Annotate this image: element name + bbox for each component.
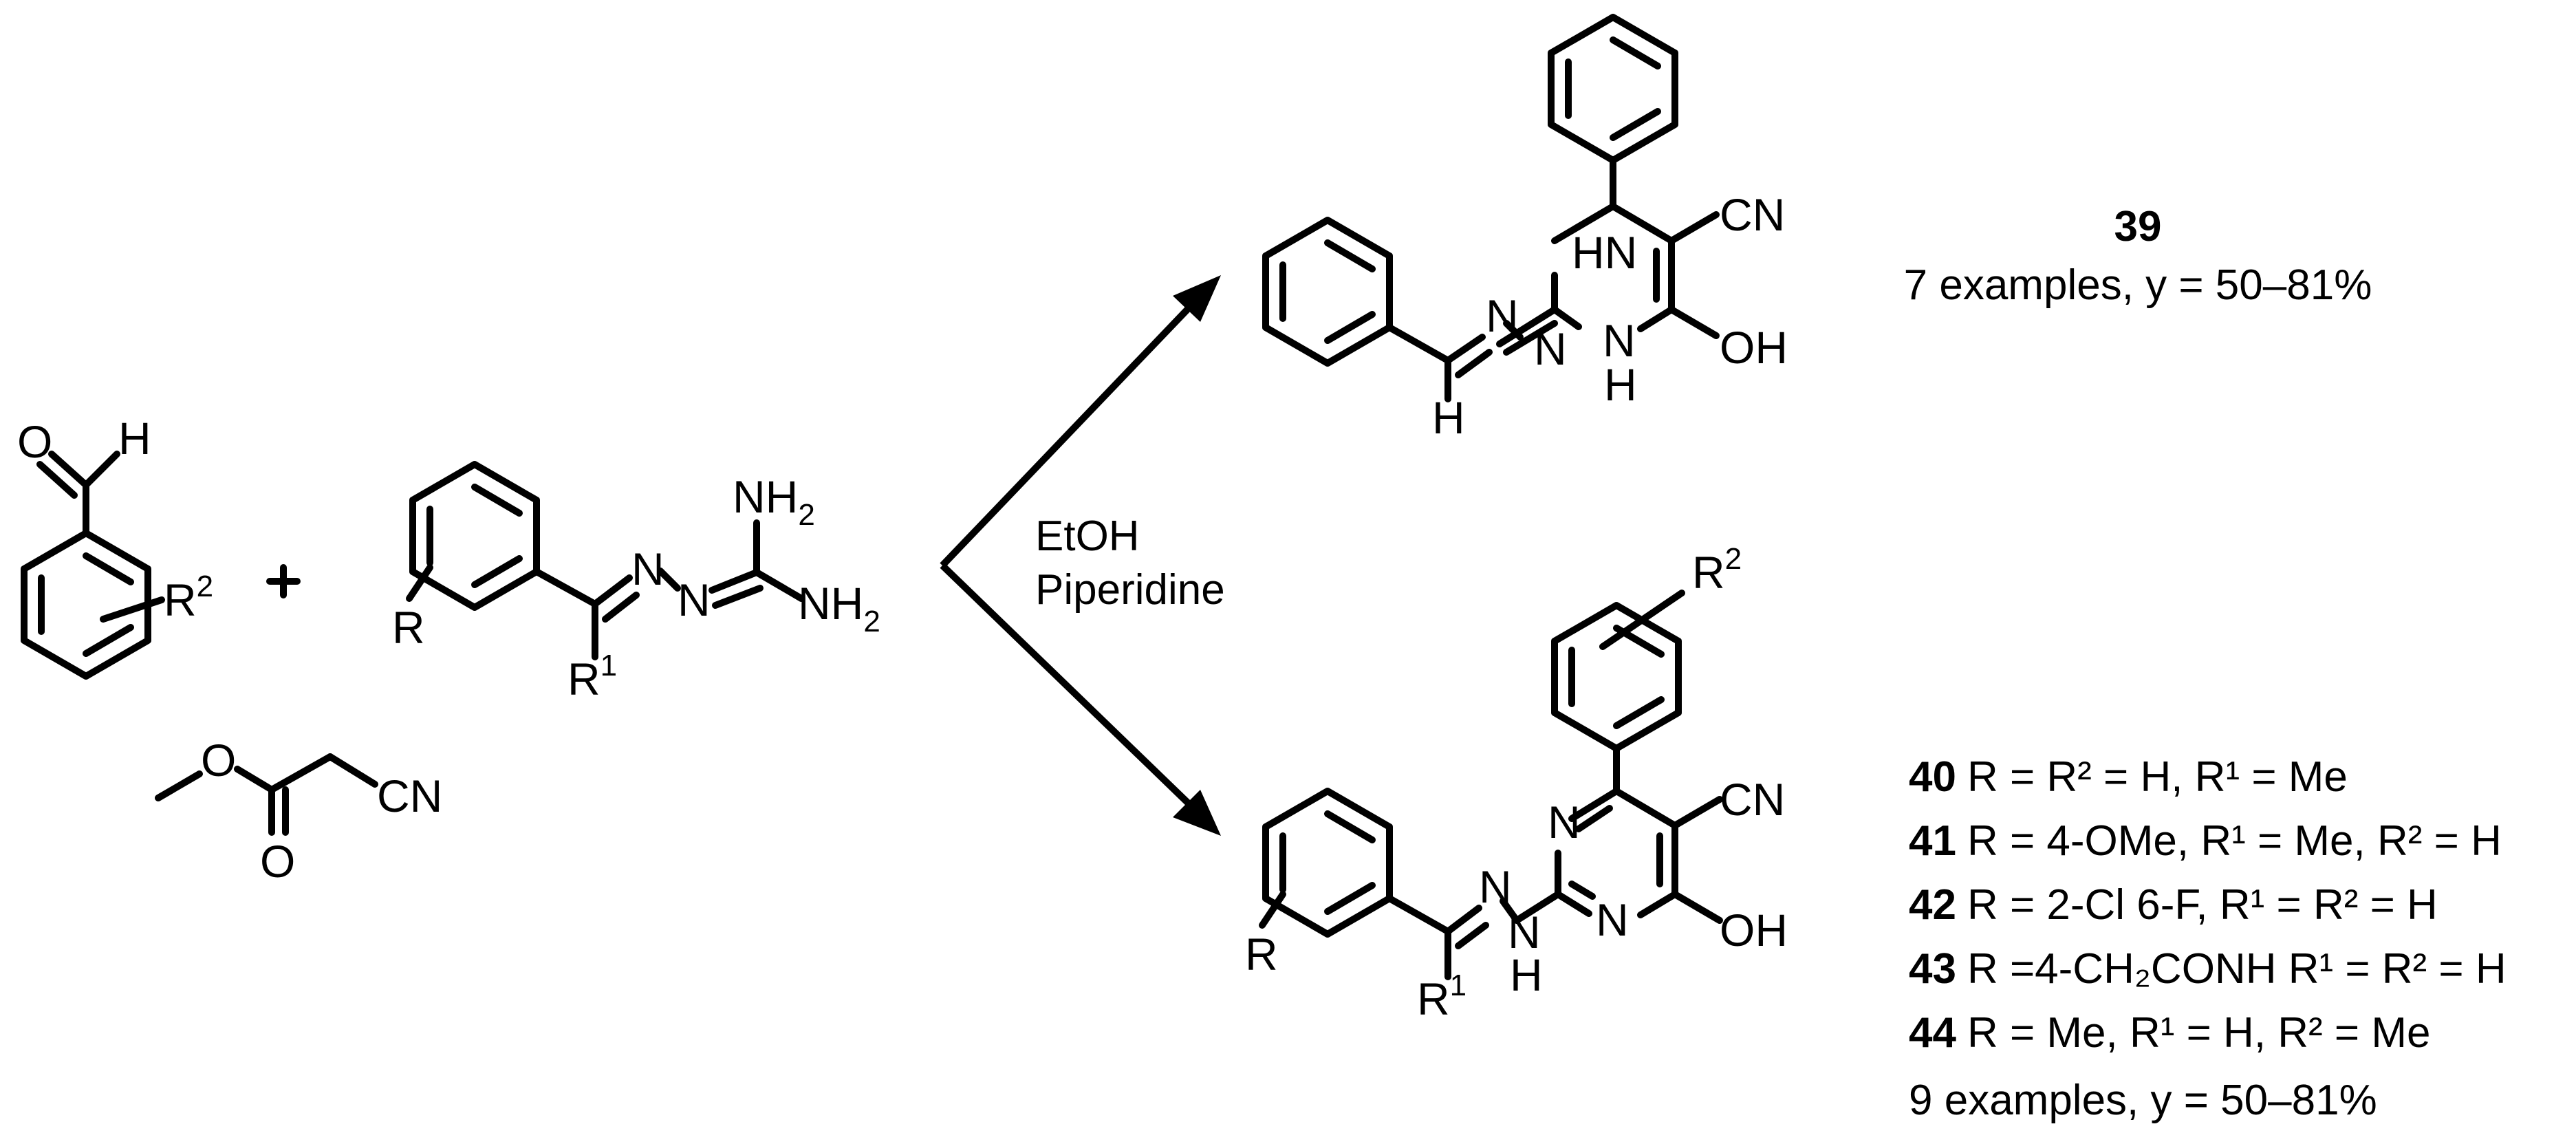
r2-superscript: 2 bbox=[197, 570, 213, 603]
pyrimidine-nitrogen-1: N bbox=[1548, 797, 1581, 848]
nh2-subscript-2: 2 bbox=[863, 605, 880, 638]
compound-number: 43 bbox=[1909, 945, 1956, 993]
compound-number: 42 bbox=[1909, 881, 1956, 929]
product-39-structure: HN CN OH N H N N H bbox=[1262, 14, 1788, 443]
azine-nitrogen-2: N bbox=[1534, 323, 1567, 374]
amino-group-1: NH2 bbox=[733, 471, 815, 532]
hydrazone-nitrogen-product: N bbox=[1479, 861, 1512, 912]
aldehyde-hydrogen: H bbox=[118, 413, 151, 464]
methyl-cyanoacetate-structure: O O CN bbox=[155, 735, 442, 887]
substituent-r1-product: R1 bbox=[1417, 969, 1466, 1024]
product-39-summary: 7 examples, y = 50–81% bbox=[1904, 261, 2372, 309]
compound-substituents: R = R² = H, R¹ = Me bbox=[1967, 753, 2348, 801]
compound-substituents: R =4-CH₂CONH R¹ = R² = H bbox=[1967, 945, 2507, 993]
r1-product-symbol: R bbox=[1417, 973, 1450, 1024]
r2-product-superscript: 2 bbox=[1725, 542, 1742, 576]
carbonyl-oxygen: O bbox=[260, 836, 295, 887]
substituent-r1: R1 bbox=[567, 649, 617, 704]
amino-group-2: NH2 bbox=[798, 578, 880, 638]
ester-oxygen: O bbox=[201, 735, 236, 786]
compound-substituents: R = 4-OMe, R¹ = Me, R² = H bbox=[1967, 817, 2502, 865]
compound-number: 40 bbox=[1909, 753, 1956, 801]
r2-product-symbol: R bbox=[1692, 547, 1725, 598]
nitrile-39: CN bbox=[1720, 189, 1785, 240]
substituent-r2-product: R2 bbox=[1692, 542, 1742, 598]
r1-symbol: R bbox=[567, 654, 600, 704]
pyrimidine-nitrogen-2: N bbox=[1596, 894, 1629, 945]
branching-reaction-arrows bbox=[940, 275, 1221, 836]
ring-nh-2-h: H bbox=[1604, 359, 1637, 410]
benzaldehyde-structure: O H R2 bbox=[17, 413, 213, 680]
r1-product-superscript: 1 bbox=[1450, 969, 1466, 1002]
ring-nh-1: HN bbox=[1572, 227, 1637, 278]
product-series-summary: 9 examples, y = 50–81% bbox=[1909, 1077, 2377, 1124]
nitrile-product: CN bbox=[1720, 774, 1785, 825]
substituent-r: R bbox=[392, 602, 425, 653]
hydrazone-nitrogen-1: N bbox=[631, 543, 664, 594]
substituent-r-product: R bbox=[1245, 929, 1278, 980]
compound-substituents: R = 2-Cl 6-F, R¹ = R² = H bbox=[1967, 881, 2438, 929]
hydrazone-nitrogen-2: N bbox=[678, 574, 711, 625]
aminoguanidine-hydrazone-structure: R N N R1 NH2 NH2 bbox=[392, 461, 880, 704]
plus-sign bbox=[266, 564, 301, 598]
compound-substituents: R = Me, R¹ = H, R² = Me bbox=[1967, 1009, 2431, 1057]
nitrile-group: CN bbox=[377, 770, 442, 821]
compound-number: 41 bbox=[1909, 817, 1956, 865]
r1-superscript: 1 bbox=[600, 649, 617, 682]
hydrazine-nh-h: H bbox=[1510, 949, 1543, 1000]
solvent-label: EtOH bbox=[1035, 512, 1140, 560]
hydroxyl-39: OH bbox=[1720, 322, 1788, 373]
nh2-label-2: NH bbox=[798, 578, 863, 629]
hydrazine-nh-n: N bbox=[1508, 907, 1541, 958]
product-39-number: 39 bbox=[2114, 203, 2162, 250]
products-40-44-structure: R2 N CN OH N N N H R R1 bbox=[1245, 542, 1788, 1024]
aldehyde-oxygen: O bbox=[17, 416, 52, 467]
nh2-label-1: NH bbox=[733, 471, 798, 522]
compound-number: 44 bbox=[1909, 1009, 1956, 1057]
methine-hydrogen: H bbox=[1432, 392, 1465, 443]
azine-nitrogen-1: N bbox=[1486, 290, 1519, 341]
substituent-r2: R2 bbox=[164, 570, 213, 625]
base-label: Piperidine bbox=[1035, 566, 1225, 614]
hydroxyl-product: OH bbox=[1720, 905, 1788, 956]
r2-symbol: R bbox=[164, 574, 197, 625]
nh2-subscript-1: 2 bbox=[798, 498, 814, 532]
ring-nh-2-n: N bbox=[1603, 315, 1636, 366]
